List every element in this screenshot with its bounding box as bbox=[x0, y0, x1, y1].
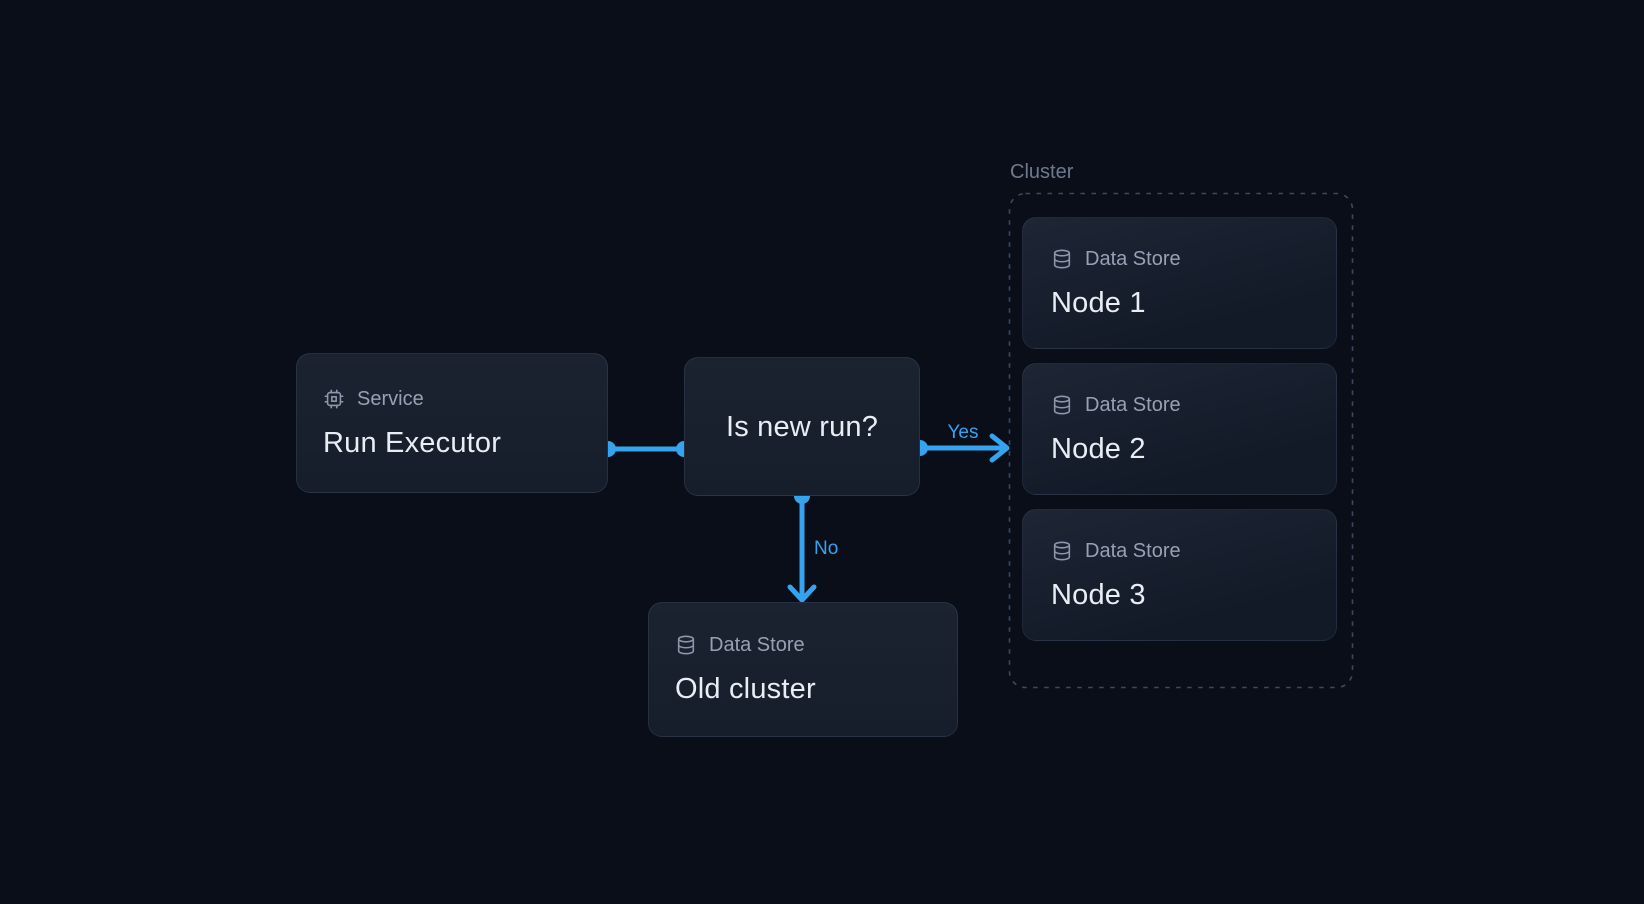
node-title: Node 1 bbox=[1051, 286, 1146, 319]
node-type-row: Data Store bbox=[1051, 393, 1308, 417]
database-icon bbox=[1053, 541, 1071, 560]
edge-label-yes: Yes bbox=[947, 422, 979, 443]
node-cluster-node-2[interactable]: Data Store Node 2 bbox=[1022, 363, 1337, 495]
node-type-label: Data Store bbox=[709, 634, 805, 656]
cpu-icon bbox=[324, 389, 344, 408]
node-old-cluster[interactable]: Data Store Old cluster bbox=[648, 602, 958, 737]
arrowhead-down-icon bbox=[787, 584, 817, 603]
node-type-row: Data Store bbox=[1051, 247, 1308, 271]
cluster-group[interactable]: Data Store Node 1 Data Store Node 2 bbox=[1009, 193, 1352, 687]
edge-service-to-decision bbox=[600, 441, 692, 457]
node-cluster-node-1[interactable]: Data Store Node 1 bbox=[1022, 217, 1337, 349]
node-type-label: Service bbox=[357, 387, 424, 410]
edge-decision-no bbox=[787, 488, 817, 603]
edge-label-no: No bbox=[814, 538, 839, 559]
node-type-row: Data Store bbox=[675, 633, 931, 657]
node-type-row: Data Store bbox=[1051, 539, 1308, 563]
node-type-label: Data Store bbox=[1085, 393, 1181, 416]
node-cluster-node-3[interactable]: Data Store Node 3 bbox=[1022, 509, 1337, 641]
node-is-new-run[interactable]: Is new run? bbox=[684, 357, 920, 496]
node-type-label: Data Store bbox=[1085, 539, 1181, 562]
database-icon bbox=[1053, 249, 1071, 268]
cluster-dashed-border bbox=[1008, 192, 1354, 689]
arrowhead-right-icon bbox=[989, 433, 1010, 463]
cluster-label: Cluster bbox=[1010, 161, 1074, 183]
node-title: Node 2 bbox=[1051, 432, 1146, 465]
node-run-executor[interactable]: Service Run Executor bbox=[296, 353, 608, 493]
node-type-row: Service bbox=[323, 387, 581, 411]
node-title: Node 3 bbox=[1051, 578, 1146, 611]
node-title: Is new run? bbox=[725, 410, 879, 443]
node-type-label: Data Store bbox=[1085, 247, 1181, 270]
database-icon bbox=[1053, 395, 1071, 414]
database-icon bbox=[677, 635, 695, 655]
node-title: Old cluster bbox=[675, 673, 816, 705]
node-title: Run Executor bbox=[323, 426, 502, 459]
